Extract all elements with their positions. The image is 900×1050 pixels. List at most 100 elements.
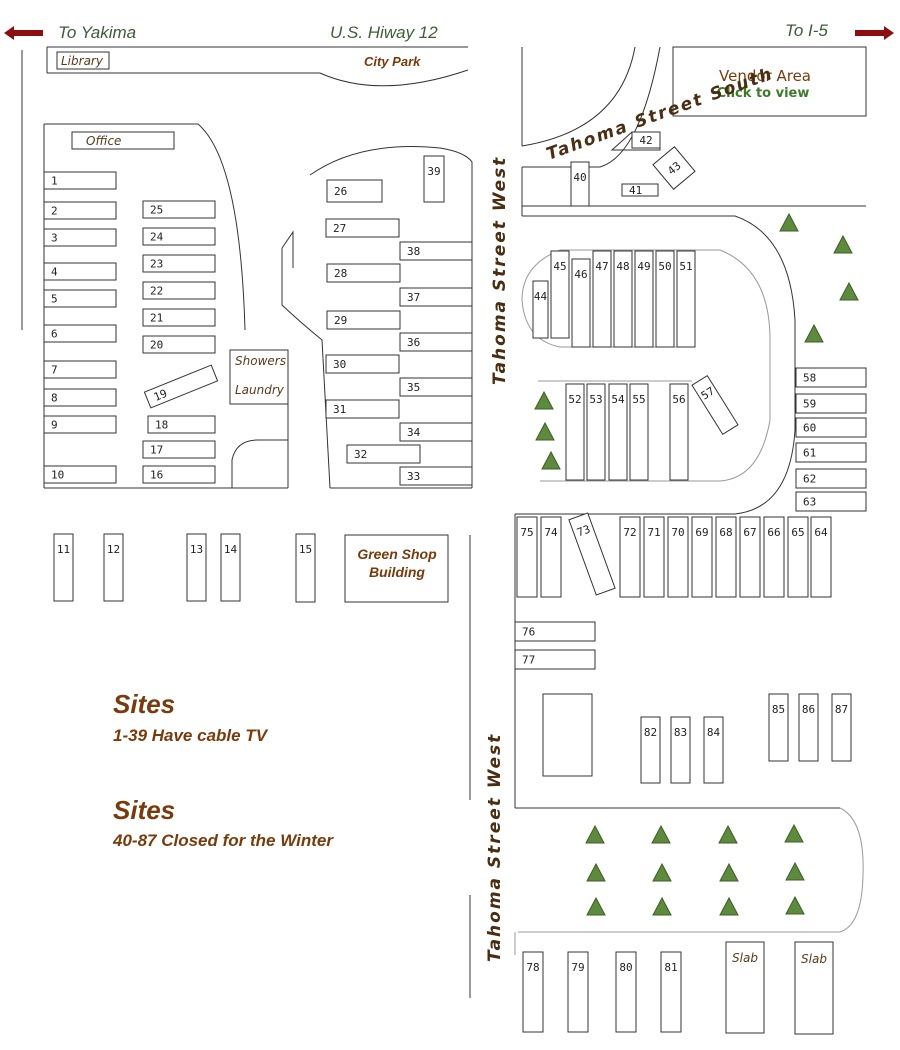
site-42[interactable]: 42	[631, 131, 661, 149]
site-45[interactable]: 45	[550, 250, 570, 339]
site-18[interactable]: 18	[147, 415, 216, 434]
slab-1[interactable]: Slab	[725, 941, 765, 1034]
site-37[interactable]: 37	[399, 287, 473, 307]
site-15[interactable]: 15	[295, 533, 316, 603]
site-55[interactable]: 55	[629, 383, 649, 481]
site-16[interactable]: 16	[142, 465, 216, 484]
site-3[interactable]: 3	[43, 228, 117, 247]
site-7[interactable]: 7	[43, 360, 117, 379]
site-30[interactable]: 30	[325, 354, 400, 374]
site-70[interactable]: 70	[667, 516, 689, 598]
site-8[interactable]: 8	[43, 388, 117, 407]
site-59[interactable]: 59	[795, 393, 867, 414]
site-36[interactable]: 36	[399, 332, 473, 352]
site-35[interactable]: 35	[399, 377, 473, 397]
slab-2[interactable]: Slab	[794, 941, 834, 1035]
site-74[interactable]: 74	[540, 516, 562, 598]
site-39[interactable]: 39	[423, 155, 445, 203]
site-29[interactable]: 29	[326, 310, 401, 330]
site-44[interactable]: 44	[532, 280, 549, 339]
site-83[interactable]: 83	[670, 716, 691, 784]
site-81[interactable]: 81	[660, 951, 682, 1033]
site-56[interactable]: 56	[669, 383, 689, 481]
green-shop-building[interactable]: Green Shop Building	[344, 534, 449, 603]
site-58[interactable]: 58	[795, 367, 867, 388]
site-60[interactable]: 60	[795, 417, 867, 438]
library-building[interactable]: Library	[56, 51, 110, 70]
site-23[interactable]: 23	[142, 254, 216, 273]
site-69[interactable]: 69	[691, 516, 713, 598]
site-77[interactable]: 77	[514, 649, 596, 670]
site-11[interactable]: 11	[53, 533, 74, 602]
site-32[interactable]: 32	[346, 444, 421, 464]
site-12[interactable]: 12	[103, 533, 124, 602]
site-31[interactable]: 31	[325, 399, 400, 419]
site-27[interactable]: 27	[325, 218, 400, 238]
site-17[interactable]: 17	[142, 440, 216, 459]
site-85[interactable]: 85	[768, 693, 789, 762]
site-53[interactable]: 53	[586, 383, 606, 481]
site-86[interactable]: 86	[798, 693, 819, 762]
site-70-label: 70	[671, 526, 684, 539]
site-1[interactable]: 1	[43, 171, 117, 190]
site-51[interactable]: 51	[676, 250, 696, 348]
site-87[interactable]: 87	[831, 693, 852, 762]
site-86-label: 86	[802, 703, 815, 716]
site-62-label: 62	[803, 473, 816, 486]
site-78[interactable]: 78	[522, 951, 544, 1033]
site-75[interactable]: 75	[516, 516, 538, 598]
site-33[interactable]: 33	[399, 466, 473, 486]
site-64[interactable]: 64	[810, 516, 832, 598]
site-62[interactable]: 62	[795, 468, 867, 489]
site-41[interactable]: 41	[621, 183, 659, 197]
site-2[interactable]: 2	[43, 201, 117, 220]
site-40[interactable]: 40	[570, 161, 590, 207]
site-84[interactable]: 84	[703, 716, 724, 784]
site-6[interactable]: 6	[43, 324, 117, 343]
site-22[interactable]: 22	[142, 281, 216, 300]
site-50[interactable]: 50	[655, 250, 675, 348]
site-13[interactable]: 13	[186, 533, 207, 602]
site-48[interactable]: 48	[613, 250, 633, 348]
site-46[interactable]: 46	[571, 258, 591, 348]
site-24[interactable]: 24	[142, 227, 216, 246]
site-49[interactable]: 49	[634, 250, 654, 348]
site-19[interactable]: 19	[143, 364, 219, 409]
office-building[interactable]: Office	[71, 131, 175, 150]
arrow-left-icon[interactable]	[4, 26, 43, 40]
site-59-label: 59	[803, 398, 816, 411]
site-9[interactable]: 9	[43, 415, 117, 434]
site-76[interactable]: 76	[514, 621, 596, 642]
site-34[interactable]: 34	[399, 422, 473, 442]
site-26[interactable]: 26	[326, 179, 383, 203]
site-28[interactable]: 28	[326, 263, 401, 283]
site-72[interactable]: 72	[619, 516, 641, 598]
vendor-area-button[interactable]: Vendor Area Click to view	[672, 46, 867, 117]
site-68[interactable]: 68	[715, 516, 737, 598]
site-20[interactable]: 20	[142, 335, 216, 354]
site-80[interactable]: 80	[615, 951, 637, 1033]
site-71[interactable]: 71	[643, 516, 665, 598]
site-47[interactable]: 47	[592, 250, 612, 348]
site-73[interactable]: 73	[568, 512, 616, 596]
site-21[interactable]: 21	[142, 308, 216, 327]
site-66[interactable]: 66	[763, 516, 785, 598]
site-5[interactable]: 5	[43, 289, 117, 308]
site-54[interactable]: 54	[608, 383, 628, 481]
site-82[interactable]: 82	[640, 716, 661, 784]
showers-laundry-building[interactable]: Showers Laundry	[229, 349, 289, 405]
site-57[interactable]: 57	[691, 374, 739, 436]
site-25[interactable]: 25	[142, 200, 216, 219]
site-38[interactable]: 38	[399, 241, 473, 261]
site-79[interactable]: 79	[567, 951, 589, 1033]
site-67[interactable]: 67	[739, 516, 761, 598]
site-43[interactable]: 43	[652, 146, 696, 190]
arrow-right-icon[interactable]	[855, 26, 894, 40]
site-10[interactable]: 10	[43, 465, 117, 484]
site-52[interactable]: 52	[565, 383, 585, 481]
site-4[interactable]: 4	[43, 262, 117, 281]
site-14[interactable]: 14	[220, 533, 241, 602]
site-61[interactable]: 61	[795, 442, 867, 463]
site-65[interactable]: 65	[787, 516, 809, 598]
site-63[interactable]: 63	[795, 491, 867, 512]
